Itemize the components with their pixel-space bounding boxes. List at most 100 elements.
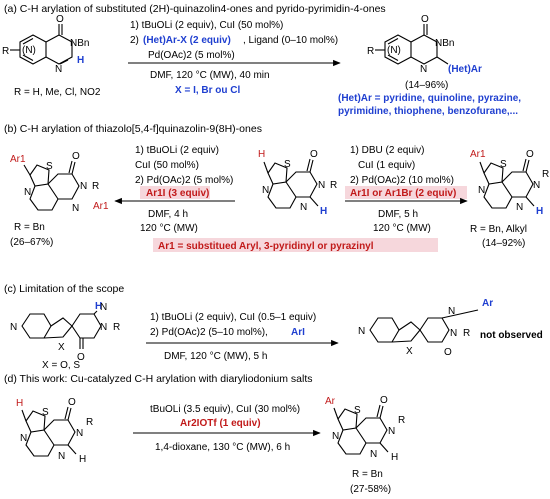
c-product-n-top: N [448, 306, 455, 317]
d-product-h-c2: H [391, 452, 398, 463]
d-product-o: O [380, 395, 388, 406]
d-product-r: R [398, 415, 405, 426]
c-cond-3: DMF, 120 °C (MW), 5 h [164, 351, 267, 362]
pyrido-scaffold-product: Ar N X O N N R [358, 298, 493, 358]
nitrogen-atom: N [55, 64, 62, 75]
b-right-yield: (14–92%) [482, 238, 525, 249]
oxygen-atom: O [56, 14, 64, 25]
b-right-cond-4: Ar1I or Ar1Br (2 equiv) [350, 188, 456, 199]
hetar-definition-1: (Het)Ar = pyridine, quinoline, pyrazine, [338, 93, 521, 104]
start-sulfur: S [284, 159, 291, 170]
d-start-thiazole-n: N [20, 433, 27, 444]
r-label: R [92, 181, 99, 192]
product-het-ar: (Het)Ar [448, 64, 482, 75]
d-product-n1: N [370, 449, 377, 460]
b-left-cond-5: DMF, 4 h [148, 209, 188, 220]
monoarylated-product: Ar1 S N O N R N H [470, 149, 549, 217]
c-start-h: H [95, 301, 102, 312]
n-paren-label: (N) [22, 45, 36, 56]
c-product-x: X [406, 346, 413, 357]
start-oxygen: O [310, 149, 318, 160]
b-left-r: R = Bn [14, 222, 45, 233]
a-cond-2-prefix: 2) [130, 35, 139, 46]
b-right-r: R = Bn, Alkyl [470, 224, 527, 235]
d-start-h: H [16, 398, 23, 409]
b-left-cond-1: 1) tBuOLi (2 equiv) [135, 145, 219, 156]
quinazolinone-reactant: O NBn N H R (N) [2, 14, 89, 75]
d-product-thiazole-n: N [332, 431, 339, 442]
c-cond-1: 1) tBuOLi (2 equiv), CuI (0.5–1 equiv) [150, 312, 316, 323]
d-yield: (27-58%) [350, 484, 391, 495]
ar1-label-c2: Ar1 [93, 201, 109, 212]
d-start-r: R [86, 417, 93, 428]
right-h-c2: H [536, 206, 543, 217]
b-left-highlight-box [140, 186, 210, 199]
product-r: R [367, 46, 374, 57]
a-cond-4: DMF, 120 °C (MW), 40 min [150, 70, 270, 81]
a-yield: (14–96%) [405, 80, 448, 91]
section-a-title: (a) C-H arylation of substituted (2H)-qu… [4, 3, 386, 15]
pyrido-scaffold-start: H N X O N N R [10, 301, 120, 363]
b-left-cond-2: CuI (50 mol%) [135, 160, 199, 171]
c-product-r: R [463, 328, 470, 339]
a-cond-1: 1) tBuOLi (2 equiv), CuI (50 mol%) [130, 20, 283, 31]
c-x-definition: X = O, S [42, 360, 80, 371]
not-observed-label: not observed [480, 330, 543, 341]
c-product-n-mid: N [450, 328, 457, 339]
start-r: R [330, 180, 337, 191]
b-right-cond-2: CuI (1 equiv) [358, 160, 415, 171]
right-sulfur: S [500, 159, 507, 170]
b-right-cond-5: DMF, 5 h [378, 209, 418, 220]
c-pyridine-n: N [10, 322, 17, 333]
right-n1: N [516, 202, 523, 213]
d-cond-1: tBuOLi (3.5 equiv), CuI (30 mol%) [150, 404, 300, 415]
c-h-hydrogen: H [77, 55, 84, 66]
a-r-definition: R = H, Me, Cl, NO2 [14, 87, 101, 98]
product-n-bn: NBn [435, 38, 454, 49]
hetar-definition-2: pyrimidine, thiophene, benzofurane,... [338, 106, 518, 117]
c-product-pyridine-n: N [358, 326, 365, 337]
c-n-mid: N [100, 322, 107, 333]
ar1-label-top: Ar1 [10, 154, 26, 165]
section-b-title: (b) C-H arylation of thiazolo[5,4-f]quin… [4, 123, 262, 135]
d-product-n8: N [388, 426, 395, 437]
n-bn-label: NBn [70, 38, 89, 49]
b-right-cond-6: 120 °C (MW) [373, 223, 431, 234]
start-thiazole-n: N [262, 185, 269, 196]
c-cond-2-prefix: 2) Pd(OAc)2 (5–10 mol%), [150, 327, 268, 338]
b-right-cond-1: 1) DBU (2 equiv) [350, 145, 424, 156]
diarylated-product: Ar1 S N O N R N Ar1 [10, 151, 109, 214]
d-product-s: S [354, 405, 361, 416]
c-product-o: O [444, 347, 452, 358]
start-n8: N [318, 180, 325, 191]
c-oxygen: O [77, 352, 85, 363]
c-x-heteroatom: X [58, 342, 65, 353]
b-left-cond-3: 2) Pd(OAc)2 (5 mol%) [135, 175, 233, 186]
section-c-title: (c) Limitation of the scope [4, 283, 124, 295]
d-start-n8: N [76, 428, 83, 439]
right-r: R [542, 169, 549, 180]
ar1-definition-box [153, 238, 438, 252]
b-right-cond-3: 2) Pd(OAc)2 (10 mol%) [350, 175, 454, 186]
right-thiazole-n: N [478, 185, 485, 196]
start-h-c2: H [320, 206, 327, 217]
product-n-paren: (N) [387, 45, 401, 56]
d-start-o: O [68, 397, 76, 408]
right-ar1: Ar1 [470, 149, 486, 160]
d-product-ar: Ar [325, 396, 336, 407]
thiazole-n: N [24, 187, 31, 198]
product-nitrogen: N [420, 64, 427, 75]
d-cond-2: Ar2IOTf (1 equiv) [180, 418, 261, 429]
quinazolinone-product: O NBn N (Het)Ar R (N) [367, 14, 482, 75]
n8-label: N [80, 181, 87, 192]
d-start-s: S [42, 407, 49, 418]
b-right-highlight-box [345, 186, 467, 199]
d-start-n1: N [58, 451, 65, 462]
start-n1: N [300, 202, 307, 213]
b-left-cond-4: Ar1I (3 equiv) [146, 188, 209, 199]
start-h-top: H [258, 149, 265, 160]
a-cond-2-suffix: , Ligand (0–10 mol%) [243, 35, 338, 46]
d-starting-material: H S N O N R N H [16, 397, 93, 465]
d-product: Ar S N O N R N H [325, 395, 405, 463]
